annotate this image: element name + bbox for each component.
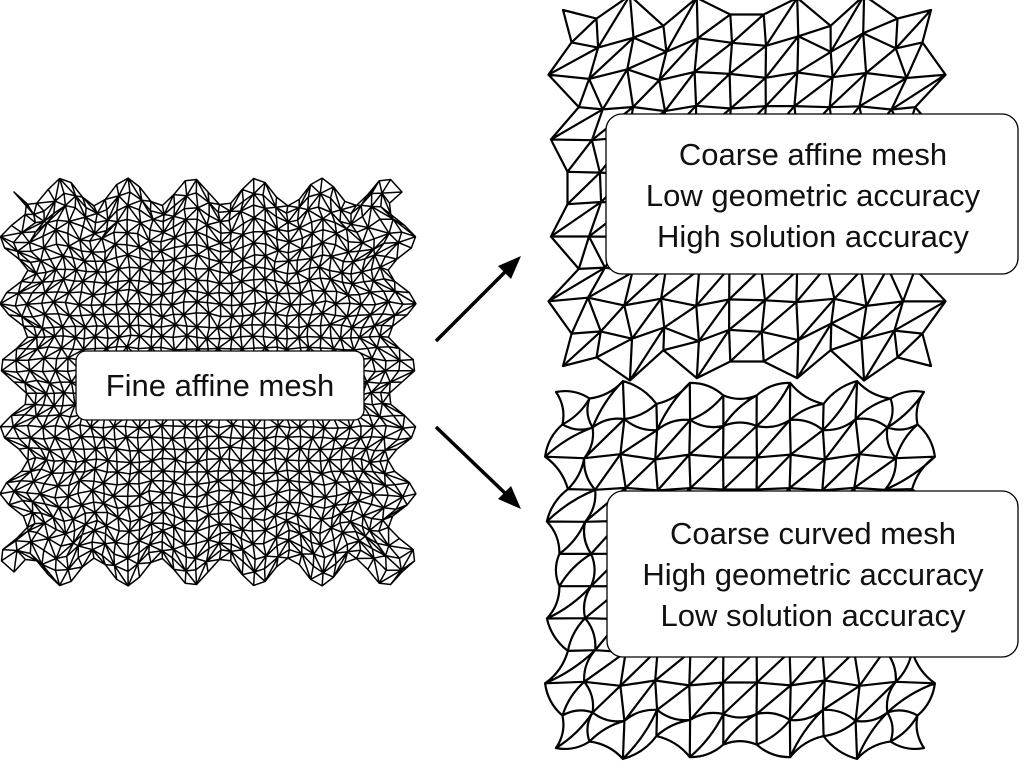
coarse-affine-label: Coarse affine mesh Low geometric accurac… [605,113,1019,275]
coarse-curved-label: Coarse curved mesh High geometric accura… [606,490,1019,658]
fine-mesh-label: Fine affine mesh [75,350,365,421]
coarse-curved-label-line-2: High geometric accuracy [642,557,984,592]
fine-affine-mesh [0,177,417,587]
coarse-affine-label-line-3: High solution accuracy [657,219,969,254]
coarse-affine-label-line-1: Coarse affine mesh [679,137,947,172]
coarse-curved-label-box [606,490,1019,658]
coarse-affine-label-box [605,113,1019,275]
arrow-up-right-icon [434,256,521,343]
coarse-curved-label-line-3: Low solution accuracy [661,598,966,633]
coarse-affine-label-line-2: Low geometric accuracy [646,178,981,213]
fine-mesh-label-box [75,350,365,421]
arrow-down-right-icon [434,425,521,509]
fine-mesh-label-line-1: Fine affine mesh [106,368,335,403]
mesh-edges [0,177,417,587]
coarse-curved-label-line-1: Coarse curved mesh [670,516,956,551]
